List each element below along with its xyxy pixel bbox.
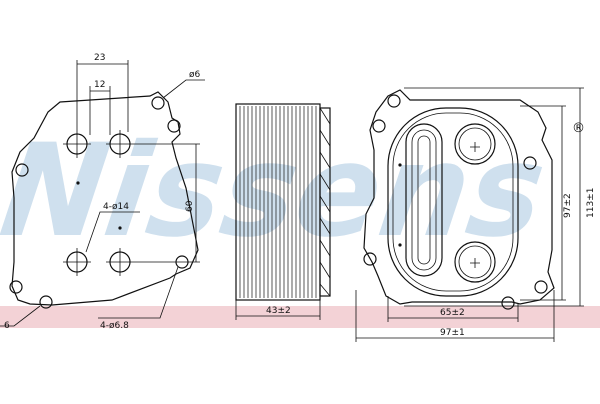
- dim-23-lines: [76, 60, 129, 132]
- dim-65-lines: [387, 296, 519, 322]
- front-view: 113±1 97±2 65±2 97±1: [355, 87, 596, 342]
- front-lug-left: [372, 119, 386, 133]
- front-lug-right: [523, 156, 537, 170]
- lug-hole-left: [15, 163, 29, 177]
- front-port-bottom: [454, 241, 496, 283]
- watermark-registered: ®: [572, 121, 585, 136]
- dim-97h-label: 97±2: [563, 193, 573, 218]
- front-dot-1: [398, 163, 402, 167]
- flange-view: 23 12 ø6 60 4-ø14 4-ø6.8 6: [0, 53, 205, 331]
- dim-43-label: 43±2: [266, 306, 291, 316]
- front-port-top-inner: [458, 127, 492, 161]
- lug-hole-bottom: [39, 295, 53, 309]
- dim-d6-label: ø6: [189, 70, 201, 80]
- slot-middle: [411, 129, 437, 271]
- front-dot-2: [398, 243, 402, 247]
- dim-12-label: 12: [94, 80, 105, 90]
- dim-113-label: 113±1: [586, 188, 596, 218]
- cooling-fins: [239, 106, 317, 298]
- slot-inner: [417, 135, 431, 265]
- dim-holes6-label: 4-ø6.8: [100, 321, 129, 331]
- pin-dot-2: [118, 226, 122, 230]
- dim-60-label: 60: [185, 200, 195, 212]
- dim-left6-leader: [0, 305, 41, 327]
- side-view: 43±2: [235, 103, 331, 320]
- front-outline: [363, 89, 555, 305]
- body-outer: [387, 107, 519, 297]
- dim-left6-label: 6: [4, 321, 10, 331]
- front-lug-bottom: [501, 296, 515, 310]
- body-inner: [392, 112, 514, 292]
- flange-hatch: [319, 107, 331, 297]
- front-lug-bottom-right: [534, 280, 548, 294]
- dim-97h-lines: [520, 105, 566, 301]
- port-crosshairs: [63, 130, 134, 276]
- front-port-top: [454, 123, 496, 165]
- flange-outline: [11, 91, 199, 306]
- dim-97w-label: 97±1: [440, 328, 465, 338]
- dim-holes14-label: 4-ø14: [103, 202, 129, 212]
- dim-97w-lines: [355, 290, 555, 342]
- front-port-bottom-inner: [458, 245, 492, 279]
- lug-hole-top-right: [151, 96, 165, 110]
- dim-65-label: 65±2: [440, 308, 465, 318]
- front-lug-bottom-left: [363, 252, 377, 266]
- front-lug-top-left: [387, 94, 401, 108]
- front-port-marks: [470, 142, 480, 268]
- watermark-stripe: [0, 306, 600, 328]
- dim-60-lines: [134, 143, 200, 263]
- dim-d6-leader: [162, 79, 205, 99]
- dim-43-lines: [235, 300, 321, 320]
- lug-hole-right: [167, 119, 181, 133]
- slot-outer: [405, 123, 443, 277]
- pin-dot-1: [76, 181, 80, 185]
- lug-hole-bottom-left: [9, 280, 23, 294]
- watermark-brand: Nissens: [0, 118, 553, 266]
- dim-23-label: 23: [94, 53, 105, 63]
- dim-12-lines: [89, 86, 111, 135]
- dim-holes6-leader: [98, 266, 179, 319]
- dim-holes14-leader: [85, 211, 140, 253]
- side-flange: [319, 107, 331, 297]
